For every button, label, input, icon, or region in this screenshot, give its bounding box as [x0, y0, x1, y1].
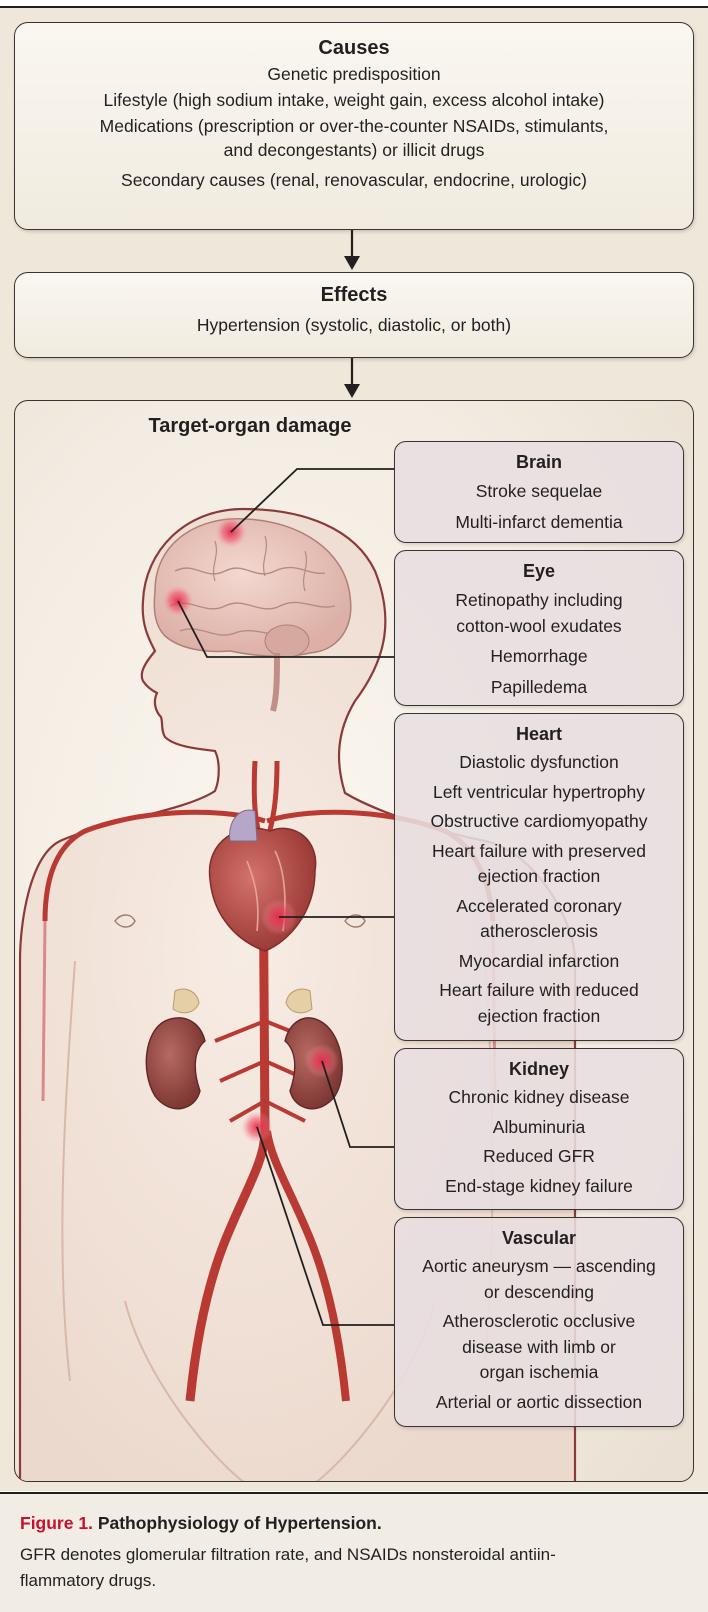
- vascular-item: organ ischemia: [395, 1360, 683, 1386]
- brain-box: Brain Stroke sequelae Multi-infarct deme…: [394, 441, 684, 543]
- heart-item: Heart failure with preserved: [395, 839, 683, 865]
- eye-box: Eye Retinopathy including cotton-wool ex…: [394, 550, 684, 706]
- vascular-box: Vascular Aortic aneurysm — ascending or …: [394, 1217, 684, 1427]
- caption-title: Pathophysiology of Hypertension.: [98, 1513, 382, 1533]
- heart-item: ejection fraction: [395, 1004, 683, 1030]
- kidney-item: Chronic kidney disease: [395, 1085, 683, 1111]
- figure-caption: Figure 1. Pathophysiology of Hypertensio…: [0, 1494, 708, 1612]
- heart-item: Myocardial infarction: [395, 949, 683, 975]
- eye-item: Papilledema: [395, 675, 683, 701]
- vascular-item: disease with limb or: [395, 1335, 683, 1361]
- damage-title: Target-organ damage: [15, 413, 485, 439]
- brain-item: Multi-infarct dementia: [395, 510, 683, 536]
- caption-title-line: Figure 1. Pathophysiology of Hypertensio…: [20, 1510, 688, 1536]
- causes-line: Genetic predisposition: [15, 61, 693, 87]
- brain-title: Brain: [395, 450, 683, 474]
- causes-line: and decongestants) or illicit drugs: [15, 137, 693, 163]
- eye-item: Hemorrhage: [395, 644, 683, 670]
- caption-text: GFR denotes glomerular filtration rate, …: [20, 1542, 688, 1594]
- effects-line: Hypertension (systolic, diastolic, or bo…: [15, 312, 693, 338]
- caption-label: Figure 1.: [20, 1513, 93, 1533]
- caption-text-line: flammatory drugs.: [20, 1568, 688, 1594]
- heart-item: ejection fraction: [395, 864, 683, 890]
- eye-title: Eye: [395, 559, 683, 583]
- causes-box: Causes Genetic predisposition Lifestyle …: [14, 22, 694, 230]
- heart-item: Heart failure with reduced: [395, 978, 683, 1004]
- effects-title: Effects: [15, 282, 693, 308]
- causes-title: Causes: [15, 35, 693, 61]
- heart-item: atherosclerosis: [395, 919, 683, 945]
- causes-line: Secondary causes (renal, renovascular, e…: [15, 167, 693, 193]
- kidney-item: Albuminuria: [395, 1115, 683, 1141]
- vascular-item: Aortic aneurysm — ascending: [395, 1254, 683, 1280]
- vascular-item: or descending: [395, 1280, 683, 1306]
- heart-item: Obstructive cardiomyopathy: [395, 809, 683, 835]
- vascular-item: Arterial or aortic dissection: [395, 1390, 683, 1416]
- kidney-title: Kidney: [395, 1057, 683, 1081]
- causes-line: Medications (prescription or over-the-co…: [15, 113, 693, 139]
- eye-item: cotton-wool exudates: [395, 614, 683, 640]
- down-arrow-icon: [340, 230, 364, 272]
- vascular-item: Atherosclerotic occlusive: [395, 1309, 683, 1335]
- caption-text-line: GFR denotes glomerular filtration rate, …: [20, 1542, 688, 1568]
- heart-box: Heart Diastolic dysfunction Left ventric…: [394, 713, 684, 1041]
- kidney-item: Reduced GFR: [395, 1144, 683, 1170]
- vascular-title: Vascular: [395, 1226, 683, 1250]
- heart-item: Accelerated coronary: [395, 894, 683, 920]
- down-arrow-icon: [340, 358, 364, 400]
- kidney-box: Kidney Chronic kidney disease Albuminuri…: [394, 1048, 684, 1210]
- heart-item: Diastolic dysfunction: [395, 750, 683, 776]
- effects-box: Effects Hypertension (systolic, diastoli…: [14, 272, 694, 358]
- kidney-item: End-stage kidney failure: [395, 1174, 683, 1200]
- brain-item: Stroke sequelae: [395, 479, 683, 505]
- causes-line: Lifestyle (high sodium intake, weight ga…: [15, 87, 693, 113]
- eye-item: Retinopathy including: [395, 588, 683, 614]
- heart-title: Heart: [395, 722, 683, 746]
- heart-item: Left ventricular hypertrophy: [395, 780, 683, 806]
- target-organ-damage-panel: Target-organ damage Brain Stroke sequela…: [14, 400, 694, 1482]
